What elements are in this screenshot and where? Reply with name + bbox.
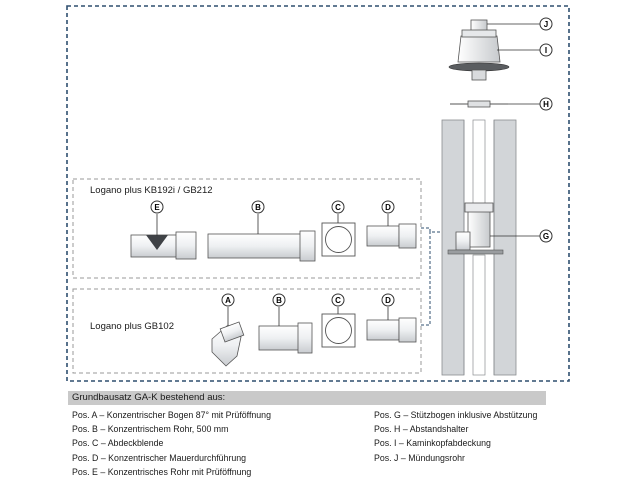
svg-text:C: C (335, 203, 341, 212)
legend-item-g: Pos. G – Stützbogen inklusive Abstützung (374, 410, 538, 420)
chimney-cap-ij (448, 19, 510, 81)
legend-title: Grundbausatz GA-K bestehend aus: (68, 391, 546, 405)
spacer-h (450, 100, 508, 108)
svg-text:B: B (255, 203, 261, 212)
part-c-cover-1 (321, 222, 356, 257)
part-d-wall-duct-1 (366, 223, 417, 249)
svg-text:G: G (543, 232, 549, 241)
callout-h: H (508, 97, 553, 111)
callout-a: A (221, 293, 235, 325)
part-c-cover-2 (321, 313, 356, 348)
parts-legend: Grundbausatz GA-K bestehend aus: Pos. A … (68, 391, 546, 479)
svg-text:C: C (335, 296, 341, 305)
chimney-shaft (441, 119, 517, 376)
connector-line (421, 227, 440, 233)
svg-text:I: I (545, 46, 547, 55)
svg-text:B: B (276, 296, 282, 305)
callout-g: G (490, 229, 553, 243)
support-bend-g (447, 202, 504, 255)
callout-j: J (487, 17, 553, 31)
callout-d-2: D (381, 293, 395, 320)
part-b-pipe-2 (258, 322, 313, 354)
group-box-gb102 (72, 288, 422, 374)
legend-item-j: Pos. J – Mündungsrohr (374, 452, 465, 463)
part-e-inspection-pipe (130, 231, 197, 260)
legend-item-i: Pos. I – Kaminkopfabdeckung (374, 438, 491, 449)
legend-item-d: Pos. D – Konzentrischer Mauerdurchführun… (72, 452, 247, 463)
svg-text:E: E (154, 203, 160, 212)
svg-text:A: A (225, 296, 231, 305)
callout-b-1: B (251, 200, 265, 234)
group-label-kb192i: Logano plus KB192i / GB212 (90, 185, 213, 196)
callout-e-1: E (150, 200, 164, 236)
outer-frame (66, 5, 570, 382)
legend-item-b: Pos. B – Konzentrischem Rohr, 500 mm (72, 424, 229, 435)
callout-c-1: C (331, 200, 345, 223)
part-b-pipe-1 (207, 230, 316, 262)
legend-item-e: Pos. E – Konzentrisches Rohr mit Prüföff… (72, 466, 252, 477)
legend-left-column: Pos. A – Konzentrischer Bogen 87° mit Pr… (68, 408, 374, 479)
callout-i: I (497, 43, 553, 57)
legend-right-column: Pos. G – Stützbogen inklusive Abstützung… (374, 408, 546, 479)
legend-item-c: Pos. C – Abdeckblende (72, 438, 164, 449)
callout-c-2: C (331, 293, 345, 314)
legend-item-a: Pos. A – Konzentrischer Bogen 87° mit Pr… (72, 410, 271, 420)
callout-d-1: D (381, 200, 395, 226)
legend-item-h: Pos. H – Abstandshalter (374, 424, 469, 435)
part-a-bend (211, 321, 245, 367)
group-label-gb102: Logano plus GB102 (90, 321, 174, 332)
svg-text:H: H (543, 100, 549, 109)
part-d-wall-duct-2 (366, 317, 417, 343)
svg-text:D: D (385, 296, 391, 305)
svg-text:J: J (544, 20, 548, 29)
connector-line-2 (421, 232, 431, 326)
callout-b-2: B (272, 293, 286, 326)
svg-text:D: D (385, 203, 391, 212)
